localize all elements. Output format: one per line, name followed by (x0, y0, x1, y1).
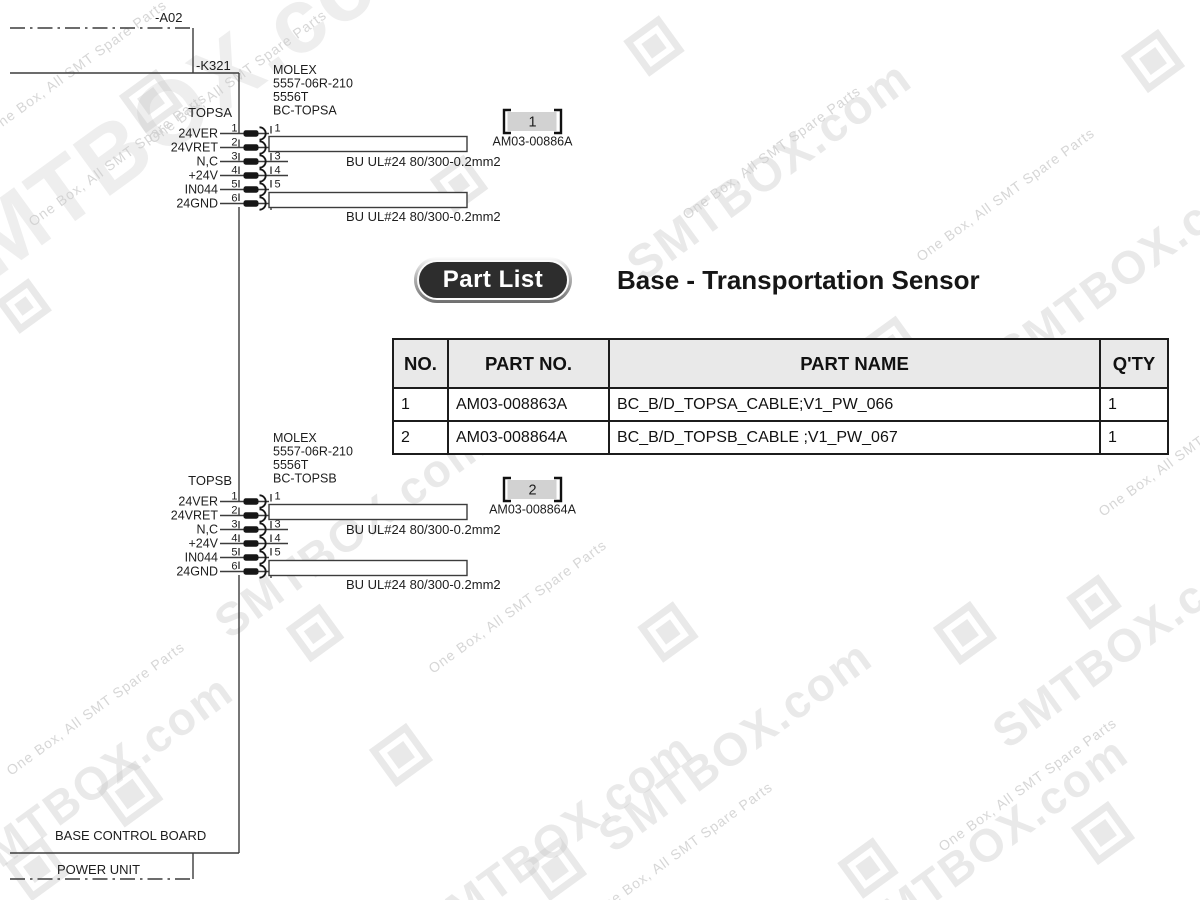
callout-bracket-left (502, 108, 511, 135)
callout-part-number: AM03-00886A (493, 135, 574, 149)
svg-text:6: 6 (231, 561, 237, 573)
svg-text:5: 5 (231, 547, 237, 559)
callout-ref-box (507, 112, 557, 131)
svg-text:N,C: N,C (196, 155, 218, 169)
molex-line: BC-TOPSA (273, 104, 337, 118)
connector-name-label: TOPSB (188, 473, 232, 488)
callout-ref-box (507, 480, 557, 499)
svg-text:4: 4 (231, 165, 237, 177)
svg-text:5: 5 (275, 547, 281, 559)
molex-line: BC-TOPSB (273, 472, 337, 486)
svg-text:1: 1 (231, 123, 237, 135)
svg-text:1: 1 (275, 123, 281, 135)
svg-text:4: 4 (231, 533, 237, 545)
svg-text:3: 3 (275, 151, 281, 163)
svg-text:1: 1 (231, 491, 237, 503)
callout-bracket-right (554, 476, 563, 503)
callout-ref-number: 1 (528, 115, 536, 131)
connector-topsb: TOPSB MOLEX 5557-06R-210 5556T BC-TOPSB (171, 431, 577, 592)
svg-text:IN044: IN044 (185, 183, 218, 197)
callout-part-number: AM03-008864A (489, 503, 577, 517)
molex-line: 5556T (273, 90, 309, 104)
cable-bundle (268, 559, 468, 577)
connector-name-label: TOPSA (188, 105, 232, 120)
pin-sockets (259, 494, 267, 579)
svg-text:24VRET: 24VRET (171, 509, 219, 523)
molex-line: MOLEX (273, 63, 317, 77)
molex-line: MOLEX (273, 431, 317, 445)
connector-housing-lines (238, 494, 272, 578)
pin-signal-labels: 24VER 24VRET N,C +24V IN044 24GND (171, 495, 219, 579)
cable-bundle (268, 191, 468, 209)
svg-text:IN044: IN044 (185, 551, 218, 565)
connector-topsa: TOPSA MOLEX 5557-06R-210 5556T BC-TOPSA (171, 63, 573, 224)
svg-text:4: 4 (275, 165, 281, 177)
svg-text:4: 4 (275, 533, 281, 545)
svg-text:3: 3 (231, 151, 237, 163)
svg-text:6: 6 (231, 193, 237, 205)
callout-bracket-left (502, 476, 511, 503)
svg-text:+24V: +24V (188, 537, 218, 551)
svg-text:5: 5 (275, 179, 281, 191)
pin-terminals (243, 498, 259, 575)
callout-ref-number: 2 (528, 483, 536, 499)
callout-1: 1 AM03-00886A (493, 108, 574, 149)
svg-text:1: 1 (275, 491, 281, 503)
connector-housing-lines (238, 126, 272, 210)
cable-spec-note: BU UL#24 80/300-0.2mm2 (346, 577, 501, 592)
svg-text:N,C: N,C (196, 523, 218, 537)
svg-text:2: 2 (231, 137, 237, 149)
pin-terminals (243, 130, 259, 207)
svg-text:24GND: 24GND (176, 197, 218, 211)
callout-2: 2 AM03-008864A (489, 476, 577, 517)
cable-spec-note: BU UL#24 80/300-0.2mm2 (346, 522, 501, 537)
cable-spec-note: BU UL#24 80/300-0.2mm2 (346, 209, 501, 224)
svg-text:24VRET: 24VRET (171, 141, 219, 155)
cable-bundle (268, 503, 468, 521)
molex-line: 5557-06R-210 (273, 445, 353, 459)
svg-text:5: 5 (231, 179, 237, 191)
board-name-label: BASE CONTROL BOARD (55, 828, 206, 843)
pin-signal-labels: 24VER 24VRET N,C +24V IN044 24GND (171, 127, 219, 211)
power-unit-label: POWER UNIT (57, 862, 140, 877)
molex-line: 5557-06R-210 (273, 77, 353, 91)
pin-sockets (259, 126, 267, 211)
svg-text:+24V: +24V (188, 169, 218, 183)
svg-text:2: 2 (231, 505, 237, 517)
svg-text:3: 3 (231, 519, 237, 531)
pin-numbers-left: 1 2 3 4 5 6 (231, 491, 237, 573)
svg-text:24GND: 24GND (176, 565, 218, 579)
pin-numbers-left: 1 2 3 4 5 6 (231, 123, 237, 205)
cable-spec-note: BU UL#24 80/300-0.2mm2 (346, 154, 501, 169)
molex-line: 5556T (273, 458, 309, 472)
callout-bracket-right (554, 108, 563, 135)
molex-part-info: MOLEX 5557-06R-210 5556T BC-TOPSA (273, 63, 353, 118)
board-ref-label: -K321 (196, 58, 231, 73)
cable-bundle (268, 135, 468, 153)
molex-part-info: MOLEX 5557-06R-210 5556T BC-TOPSB (273, 431, 353, 486)
outer-unit-label: -A02 (155, 10, 182, 25)
svg-text:24VER: 24VER (178, 127, 218, 141)
svg-text:3: 3 (275, 519, 281, 531)
svg-text:24VER: 24VER (178, 495, 218, 509)
